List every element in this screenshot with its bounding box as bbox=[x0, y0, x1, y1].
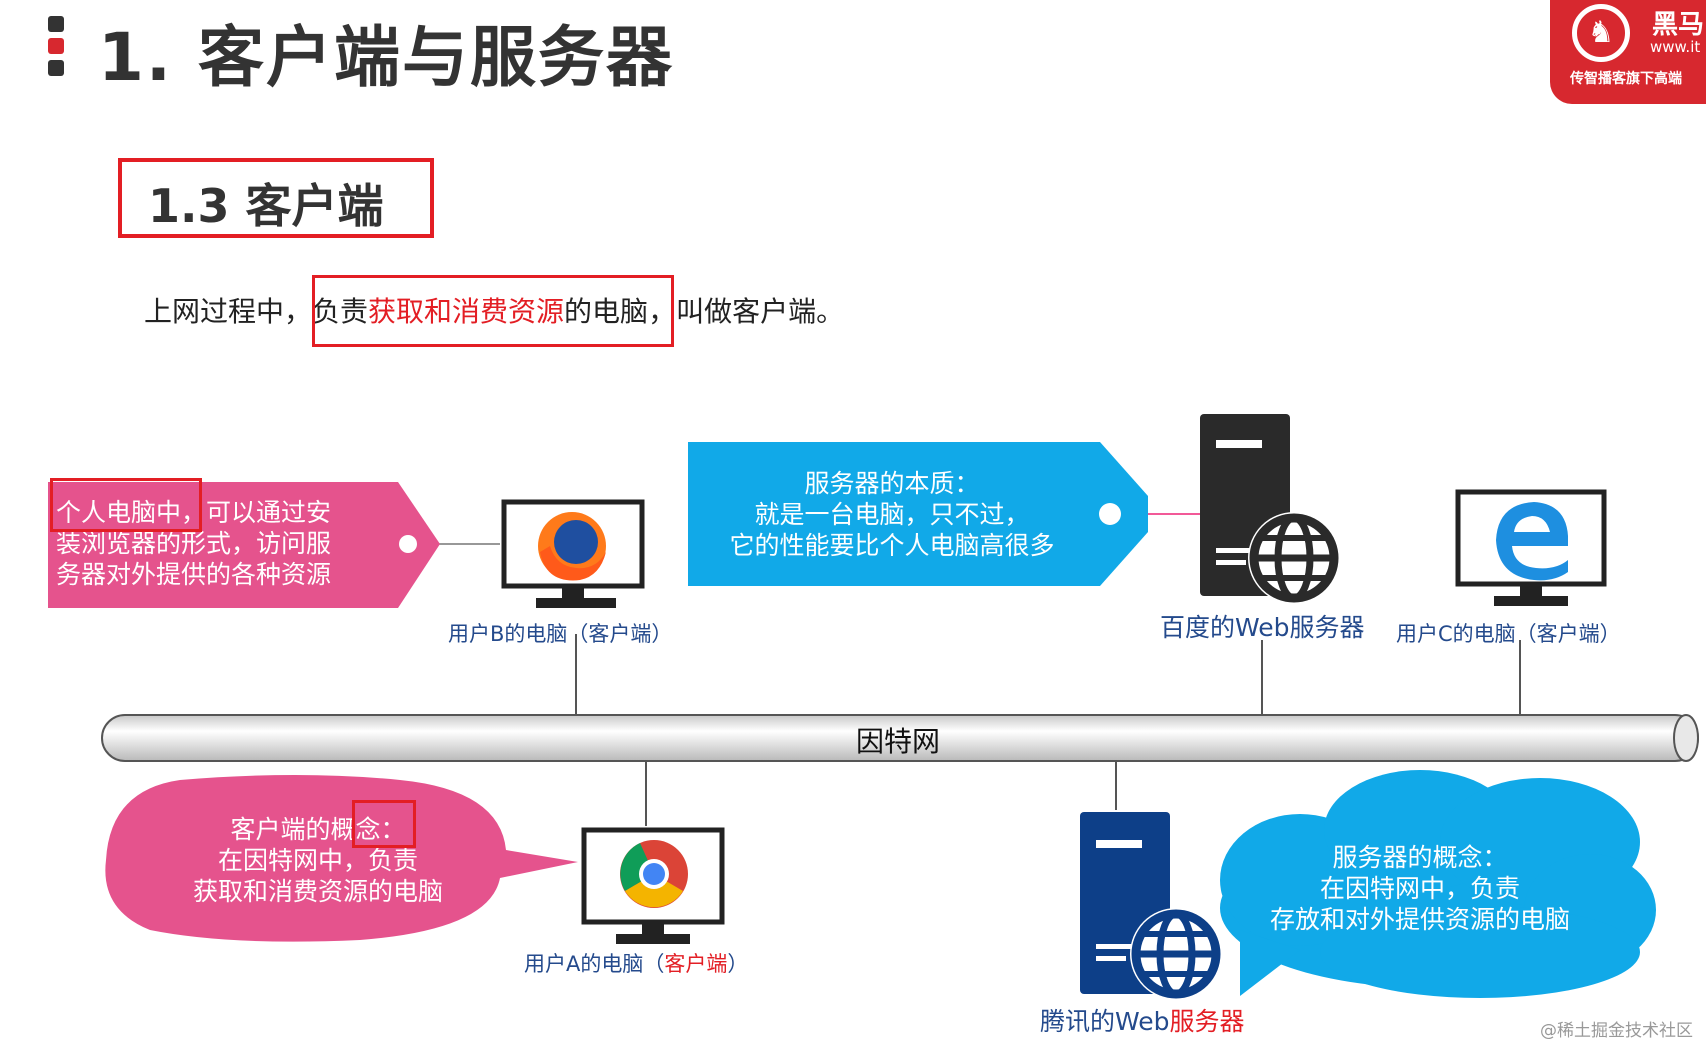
server-concept-line3: 存放和对外提供资源的电脑 bbox=[1269, 905, 1570, 934]
server-concept-text: 服务器的概念： 在因特网中，负责 存放和对外提供资源的电脑 bbox=[1250, 842, 1590, 935]
user-c-monitor bbox=[1455, 489, 1607, 606]
user-b-label: 用户B的电脑（客户端） bbox=[448, 622, 673, 646]
client-concept-colon: ： bbox=[380, 815, 406, 844]
client-concept-bubble-shape bbox=[105, 775, 578, 942]
section-heading-box: 1.3 客户端 bbox=[118, 158, 434, 238]
tencent-server-label: 腾讯的Web服务器 bbox=[1040, 1002, 1245, 1038]
server-essence-line3: 它的性能要比个人电脑高很多 bbox=[729, 531, 1055, 560]
user-a-label-suffix: ） bbox=[727, 952, 749, 976]
definition-prefix: 上网过程中， bbox=[144, 295, 313, 328]
server-essence-callout-shape bbox=[688, 442, 1148, 586]
brand-logo: ♞ 黑马 www.it 传智播客旗下高端 bbox=[1550, 0, 1706, 104]
server-globe-icon bbox=[1130, 908, 1222, 1000]
definition-boxed-start: 负责 bbox=[312, 295, 369, 328]
watermark: @稀土掘金技术社区 bbox=[1540, 1021, 1693, 1041]
chrome-icon bbox=[620, 840, 688, 908]
server-globe-icon bbox=[1248, 512, 1340, 604]
pc-callout-line1: ，可以通过安 bbox=[181, 498, 332, 527]
internet-pipe-end bbox=[1673, 714, 1699, 762]
user-c-label: 用户C的电脑（客户端） bbox=[1396, 622, 1621, 646]
client-concept-line1: 客户端的 bbox=[230, 815, 331, 844]
server-concept-line1: 服务器的概念： bbox=[1332, 843, 1508, 872]
firefox-icon bbox=[538, 512, 606, 581]
pc-callout-shape bbox=[48, 482, 440, 608]
logo-slogan-text: 传智播客旗下高端 bbox=[1570, 71, 1682, 87]
edge-icon bbox=[1496, 502, 1568, 581]
server-essence-line2: 就是一台电脑，只不过， bbox=[754, 500, 1030, 529]
definition-highlight-box bbox=[312, 275, 674, 347]
logo-brand-text: 黑马 bbox=[1652, 10, 1705, 40]
definition-suffix: ，叫做客户端。 bbox=[648, 295, 845, 328]
server-essence-text: 服务器的本质： 就是一台电脑，只不过， 它的性能要比个人电脑高很多 bbox=[700, 468, 1084, 561]
definition-highlight: 获取和消费资源 bbox=[368, 295, 565, 328]
client-concept-line2: 在因特网中，负责 bbox=[217, 846, 418, 875]
pc-callout-highlight: 个人电脑中 bbox=[56, 498, 182, 527]
server-callout-hole bbox=[1099, 503, 1121, 525]
section-heading: 1.3 客户端 bbox=[148, 179, 384, 233]
definition-sentence: 上网过程中，负责获取和消费资源的电脑，叫做客户端。 bbox=[144, 290, 844, 330]
pc-callout-line2: 装浏览器的形式，访问服 bbox=[56, 529, 332, 558]
server-concept-line2: 在因特网中，负责 bbox=[1319, 874, 1520, 903]
user-a-monitor bbox=[581, 827, 725, 944]
horse-logo-icon: ♞ bbox=[1572, 4, 1630, 62]
pc-callout-hole bbox=[399, 535, 417, 553]
tencent-label-server: 服务器 bbox=[1169, 1007, 1245, 1036]
user-a-label-client: 客户端 bbox=[664, 952, 728, 976]
client-concept-text: 客户端的概念： 在因特网中，负责 获取和消费资源的电脑 bbox=[150, 814, 486, 907]
page-title: 1. 客户端与服务器 bbox=[98, 19, 674, 96]
user-a-label-prefix: 用户A的电脑（ bbox=[524, 952, 665, 976]
tencent-server bbox=[1080, 812, 1222, 1000]
client-concept-highlight: 概念 bbox=[330, 815, 381, 844]
tencent-label-prefix: 腾讯的Web bbox=[1040, 1007, 1170, 1036]
definition-boxed-end: 的电脑 bbox=[564, 295, 649, 328]
internet-label: 因特网 bbox=[856, 725, 941, 758]
user-a-label: 用户A的电脑（客户端） bbox=[524, 948, 748, 978]
logo-url-text: www.it bbox=[1650, 38, 1701, 56]
server-concept-cloud-shape bbox=[1220, 770, 1656, 998]
pc-highlight-box bbox=[50, 478, 202, 532]
user-b-monitor bbox=[501, 499, 645, 608]
client-concept-line3: 获取和消费资源的电脑 bbox=[192, 877, 443, 906]
baidu-server-label: 百度的Web服务器 bbox=[1160, 613, 1365, 642]
pc-callout-line3: 务器对外提供的各种资源 bbox=[56, 560, 332, 589]
client-concept-highlight-box bbox=[352, 800, 416, 848]
server-essence-line1: 服务器的本质： bbox=[804, 469, 980, 498]
pc-callout-text: 个人电脑中，可以通过安 装浏览器的形式，访问服 务器对外提供的各种资源 bbox=[56, 497, 331, 590]
title-marker-icon bbox=[48, 16, 64, 82]
baidu-server bbox=[1200, 414, 1340, 604]
